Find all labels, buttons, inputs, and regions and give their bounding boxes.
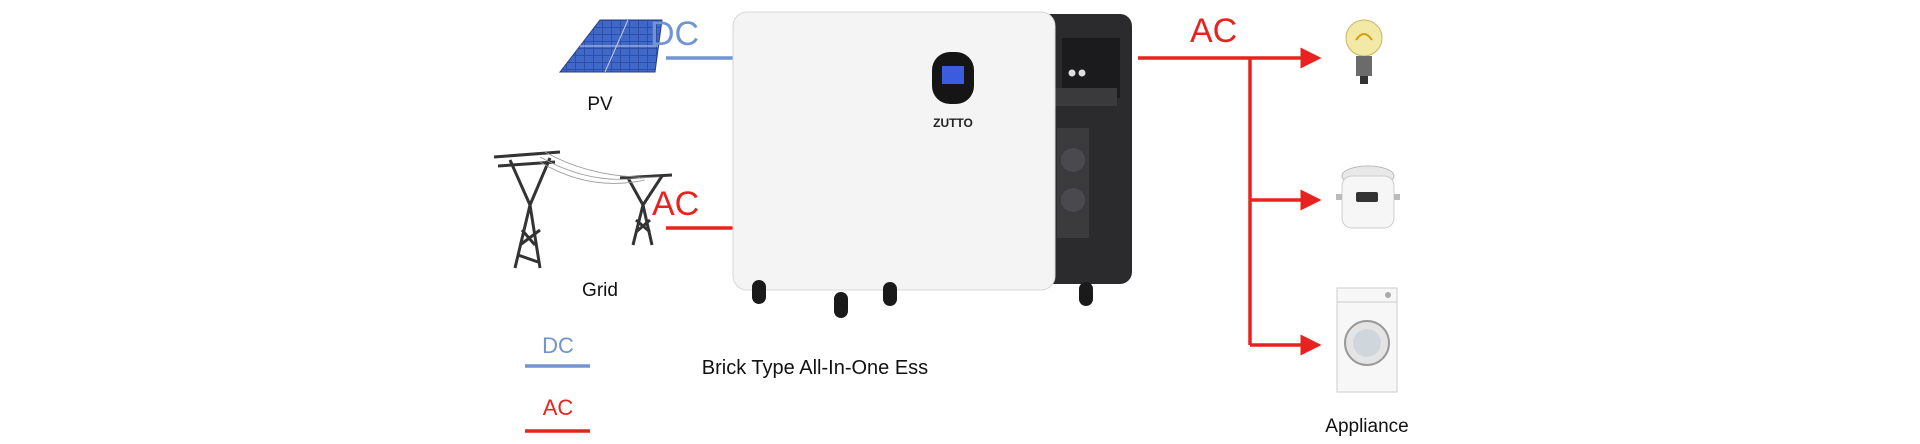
power-tower-icon [493,150,673,269]
dc-flow-label: DC [650,15,699,53]
device-brand: ZUTTO [933,116,973,130]
pv-label: PV [587,94,613,115]
ac-flow-label-grid: AC [652,185,699,223]
rice-cooker-icon [1336,165,1400,229]
light-bulb-icon [1345,19,1383,84]
solar-panel-icon [558,19,663,73]
legend-ac-label: AC [543,395,574,420]
ac-output-lines [1138,47,1322,356]
legend-dc-label: DC [542,333,574,358]
washing-machine-icon [1336,287,1398,393]
ess-device-image: ZUTTO [732,11,1132,318]
legend: DC AC [525,333,590,433]
appliance-label: Appliance [1325,416,1408,437]
device-caption: Brick Type All-In-One Ess [702,357,928,379]
ac-flow-label-output: AC [1190,12,1237,50]
wheel-icon [752,280,1093,318]
grid-label: Grid [582,280,618,301]
